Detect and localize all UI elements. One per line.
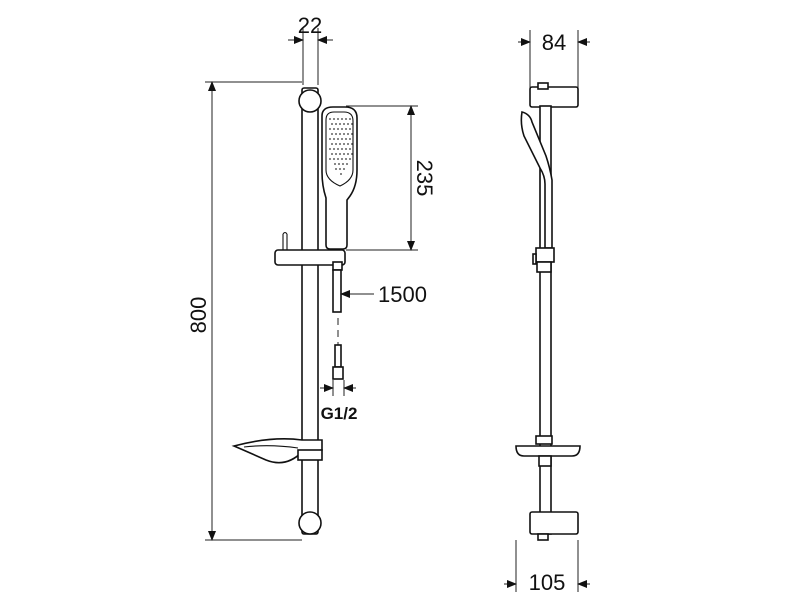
nozzle-dot — [349, 138, 351, 140]
nozzle-dot — [329, 138, 331, 140]
nozzle-dot — [349, 118, 351, 120]
nozzle-dot — [351, 143, 353, 145]
nozzle-dot — [333, 118, 335, 120]
nozzle-dot — [334, 163, 336, 165]
hand-shower — [321, 106, 358, 250]
nozzle-dot — [335, 133, 337, 135]
nozzle-dot — [341, 118, 343, 120]
hose: 1500 — [332, 269, 427, 349]
nozzle-dot — [335, 123, 337, 125]
nozzle-dot — [351, 133, 353, 135]
nozzle-dot — [337, 158, 339, 160]
nozzle-dot — [331, 133, 333, 135]
dim-handset-label: 235 — [412, 160, 437, 197]
nozzle-dot — [337, 118, 339, 120]
nozzle-dot — [339, 153, 341, 155]
nozzle-dot — [343, 133, 345, 135]
nozzle-dot — [335, 153, 337, 155]
nozzle-dot — [338, 163, 340, 165]
nozzle-dot — [349, 148, 351, 150]
nozzle-dot — [329, 128, 331, 130]
soap-dish — [231, 438, 323, 464]
nozzle-dot — [337, 128, 339, 130]
nozzle-dot — [341, 138, 343, 140]
front-view: 22 800 235 — [186, 13, 437, 541]
nozzle-dot — [351, 123, 353, 125]
dim-depth: 84 — [518, 30, 590, 88]
nozzle-dot — [337, 148, 339, 150]
dim-bar-length: 800 — [186, 81, 302, 541]
nozzle-dot — [345, 148, 347, 150]
nozzle-dot — [343, 153, 345, 155]
nozzle-dot — [347, 133, 349, 135]
nozzle-dot — [331, 143, 333, 145]
nozzle-dot — [351, 153, 353, 155]
dim-bar-length-label: 800 — [186, 297, 211, 334]
nozzle-dot — [333, 128, 335, 130]
side-view: 84 — [504, 30, 590, 595]
nozzle-dot — [331, 153, 333, 155]
nozzle-dot — [339, 133, 341, 135]
nozzle-dot — [339, 123, 341, 125]
nozzle-dot — [343, 123, 345, 125]
slider-holder — [274, 231, 346, 271]
dim-connection-label: G1/2 — [321, 404, 358, 423]
nozzle-dot — [341, 158, 343, 160]
nozzle-dot — [333, 148, 335, 150]
nozzle-dot — [342, 163, 344, 165]
nozzle-dot — [335, 168, 337, 170]
nozzle-dot — [345, 158, 347, 160]
nozzle-dot — [341, 128, 343, 130]
nozzle-dot — [331, 123, 333, 125]
hose-connection: G1/2 — [320, 344, 358, 423]
side-top-bracket — [529, 82, 579, 108]
nozzle-dot — [345, 138, 347, 140]
nozzle-dot — [335, 143, 337, 145]
nozzle-dot — [341, 148, 343, 150]
top-wall-bracket — [298, 89, 322, 113]
dim-bracket-depth: 105 — [504, 540, 590, 595]
nozzle-dot — [349, 158, 351, 160]
nozzle-dot — [346, 163, 348, 165]
nozzle-grid — [329, 118, 353, 175]
nozzle-dot — [339, 143, 341, 145]
nozzle-dot — [333, 158, 335, 160]
bottom-wall-bracket — [298, 511, 322, 535]
nozzle-dot — [340, 173, 342, 175]
dim-bar-width: 22 — [288, 13, 333, 85]
nozzle-dot — [329, 148, 331, 150]
nozzle-dot — [337, 138, 339, 140]
dim-hose-label: 1500 — [378, 282, 427, 307]
dim-depth-label: 84 — [542, 30, 566, 55]
nozzle-dot — [329, 158, 331, 160]
nozzle-dot — [343, 168, 345, 170]
nozzle-dot — [345, 128, 347, 130]
nozzle-dot — [333, 138, 335, 140]
nozzle-dot — [343, 143, 345, 145]
side-bottom-bracket — [529, 511, 579, 541]
nozzle-dot — [349, 128, 351, 130]
dim-bracket-depth-label: 105 — [529, 570, 566, 595]
nozzle-dot — [339, 168, 341, 170]
nozzle-dot — [345, 118, 347, 120]
dim-bar-width-label: 22 — [298, 13, 322, 38]
nozzle-dot — [329, 118, 331, 120]
side-slider-holder — [532, 247, 555, 273]
nozzle-dot — [347, 143, 349, 145]
dim-handset: 235 — [346, 105, 437, 251]
nozzle-dot — [347, 153, 349, 155]
side-soap-dish — [515, 435, 581, 467]
slide-bar — [301, 87, 319, 535]
nozzle-dot — [347, 123, 349, 125]
